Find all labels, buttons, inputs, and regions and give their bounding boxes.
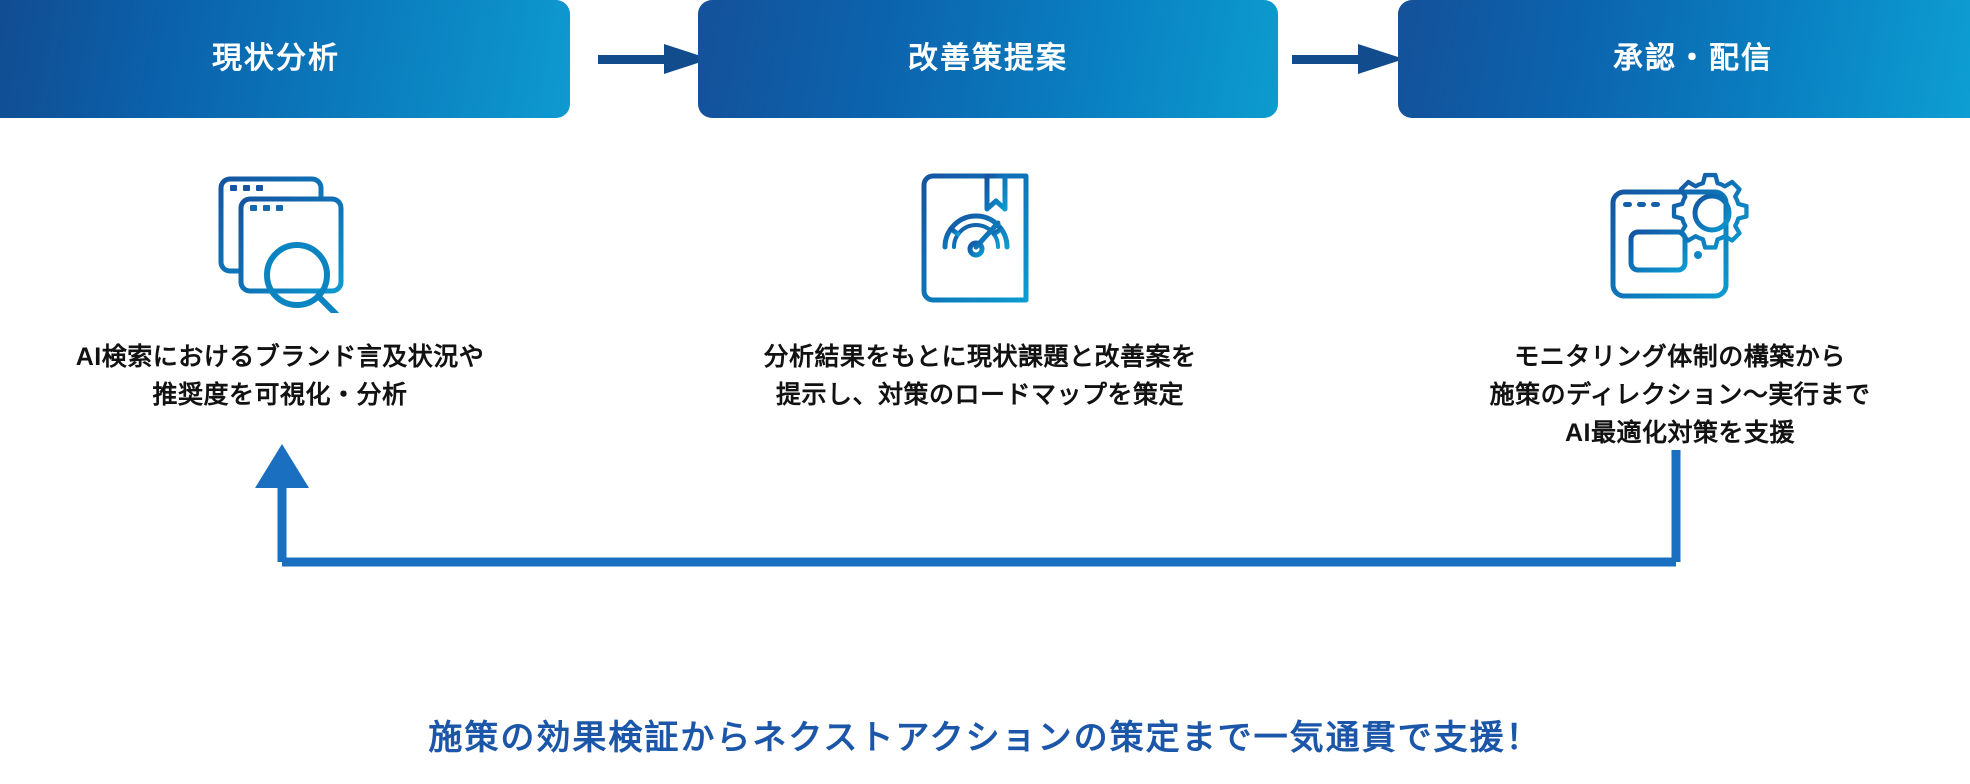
step-banner-2[interactable]: 改善策提案 bbox=[698, 0, 1278, 118]
step-arrow-1-to-2 bbox=[598, 44, 710, 74]
step-banner-3[interactable]: 承認・配信 bbox=[1398, 0, 1970, 118]
window-dots-back bbox=[230, 184, 263, 191]
step-banner-1-label: 現状分析 bbox=[212, 42, 340, 75]
arrow-right-icon-shaft bbox=[598, 55, 672, 64]
magnifier-handle bbox=[315, 292, 340, 313]
window-dots bbox=[1622, 201, 1660, 207]
gauge-hub bbox=[967, 240, 985, 257]
step-arrow-2-to-3 bbox=[1292, 44, 1404, 74]
step-icon-3-wrap bbox=[1400, 150, 1960, 325]
tagline: 施策の効果検証からネクストアクションの策定まで一気通貫で支援！ bbox=[428, 719, 1542, 757]
gear-icon bbox=[1671, 172, 1749, 250]
bar-chart-glyph bbox=[251, 226, 337, 281]
arrow-right-icon-shaft bbox=[1292, 55, 1366, 64]
magnifier-lens bbox=[264, 241, 330, 308]
feedback-loop-arrow bbox=[255, 444, 1681, 567]
step-caption-1: AI検索におけるブランド言及状況や 推奨度を可視化・分析 bbox=[75, 343, 485, 409]
step-banner-row: 現状分析 改善策提案 承認・配信 bbox=[0, 0, 1970, 118]
browser-gear-icon bbox=[1610, 172, 1749, 298]
step-column-1: AI検索におけるブランド言及状況や 推奨度を可視化・分析 bbox=[0, 150, 560, 414]
step-banner-2-label: 改善策提案 bbox=[908, 42, 1068, 75]
gear-center bbox=[1692, 193, 1731, 232]
step-icon-1-wrap bbox=[0, 150, 560, 325]
accent-dot bbox=[1693, 250, 1702, 259]
step-column-3: モニタリング体制の構築から 施策のディレクション～実行まで AI最適化対策を支援 bbox=[1400, 150, 1960, 452]
loop-arrow-up-icon bbox=[255, 444, 309, 488]
step-column-2: 分析結果をもとに現状課題と改善案を 提示し、対策のロードマップを策定 bbox=[700, 150, 1260, 414]
book-gauge-icon bbox=[921, 173, 1029, 302]
step-banner-3-label: 承認・配信 bbox=[1613, 42, 1773, 75]
gauge-glyph bbox=[942, 213, 1010, 257]
step-caption-3: モニタリング体制の構築から 施策のディレクション～実行まで AI最適化対策を支援 bbox=[1489, 343, 1871, 447]
analytics-search-icon bbox=[218, 176, 344, 313]
step-icon-2-wrap bbox=[700, 150, 1260, 325]
step-caption-2: 分析結果をもとに現状課題と改善案を 提示し、対策のロードマップを策定 bbox=[763, 343, 1197, 409]
arrow-right-icon bbox=[1358, 44, 1404, 74]
window-dots-front bbox=[250, 204, 283, 211]
step-banner-1[interactable]: 現状分析 bbox=[0, 0, 570, 118]
